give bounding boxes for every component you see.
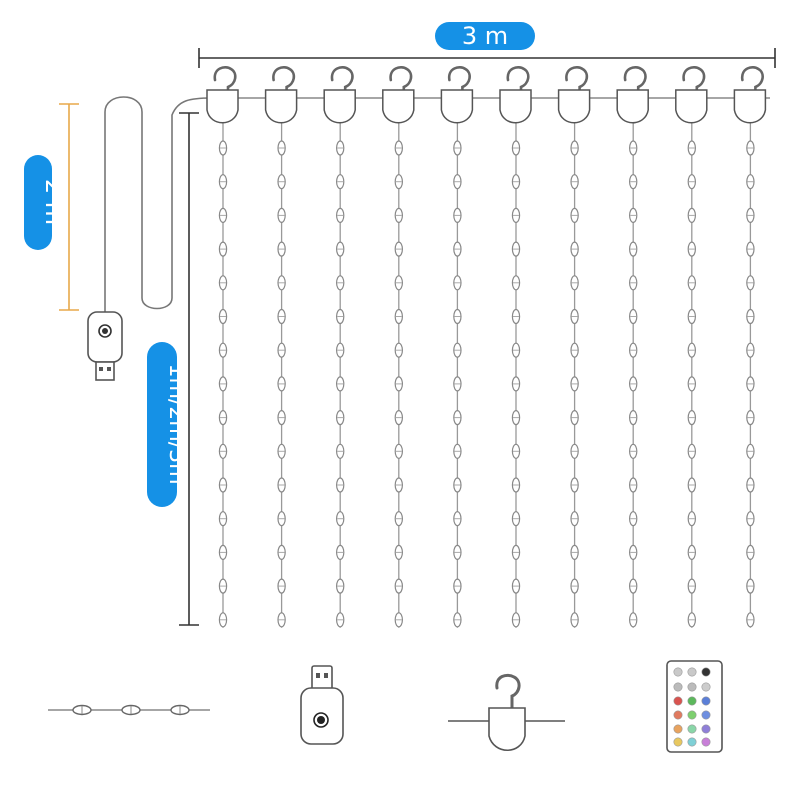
remote-control-icon: [666, 660, 723, 753]
remote-button: [701, 724, 711, 734]
remote-button: [687, 710, 697, 720]
hook-icon: [499, 66, 532, 124]
light-strand: [440, 66, 474, 628]
remote-button: [673, 737, 683, 747]
hook-icon: [382, 66, 415, 124]
remote-button: [701, 710, 711, 720]
width-label: 3 m: [462, 22, 508, 50]
light-strand: [733, 66, 767, 628]
hook-icon: [557, 66, 591, 124]
hook-icon: [323, 66, 356, 124]
remote-button: [687, 724, 697, 734]
light-strand: [206, 66, 239, 628]
hook-icon: [264, 66, 298, 124]
remote-button: [701, 696, 711, 706]
hook-icon: [206, 66, 239, 124]
remote-button: [687, 696, 697, 706]
power-cable: [104, 96, 213, 316]
light-strand: [616, 66, 649, 628]
usb-controller-icon: [300, 665, 344, 745]
remote-button: [701, 667, 711, 677]
cable-length-dimension: 2 m: [24, 103, 79, 311]
remote-button: [673, 710, 683, 720]
hook-icon: [733, 66, 767, 124]
width-dimension: 3 m: [198, 22, 776, 68]
hook-icon: [448, 673, 565, 751]
hook-icon: [616, 66, 649, 124]
remote-button: [687, 667, 697, 677]
light-strands: [206, 66, 767, 628]
remote-button: [673, 667, 683, 677]
light-strand: [499, 66, 532, 628]
hook-icon: [675, 66, 708, 124]
remote-button: [673, 724, 683, 734]
drop-length-label: 1m/2m/3m: [164, 363, 189, 484]
hook-icon: [440, 66, 474, 124]
width-pill: [435, 22, 535, 50]
drop-length-pill: [147, 342, 177, 507]
remote-button: [701, 682, 711, 692]
remote-button: [687, 682, 697, 692]
usb-plug-icon: [87, 311, 123, 381]
light-strand: [382, 66, 415, 628]
light-strand: [323, 66, 356, 628]
light-strand: [264, 66, 298, 628]
cable-length-label: 2 m: [40, 179, 68, 225]
remote-button: [701, 737, 711, 747]
drop-length-dimension: 1m/2m/3m: [147, 112, 199, 626]
light-strand: [675, 66, 708, 628]
cable-length-pill: [24, 155, 52, 250]
light-strand: [557, 66, 591, 628]
component-light-string: [48, 704, 210, 716]
remote-button: [673, 696, 683, 706]
remote-button: [687, 737, 697, 747]
remote-button: [673, 682, 683, 692]
